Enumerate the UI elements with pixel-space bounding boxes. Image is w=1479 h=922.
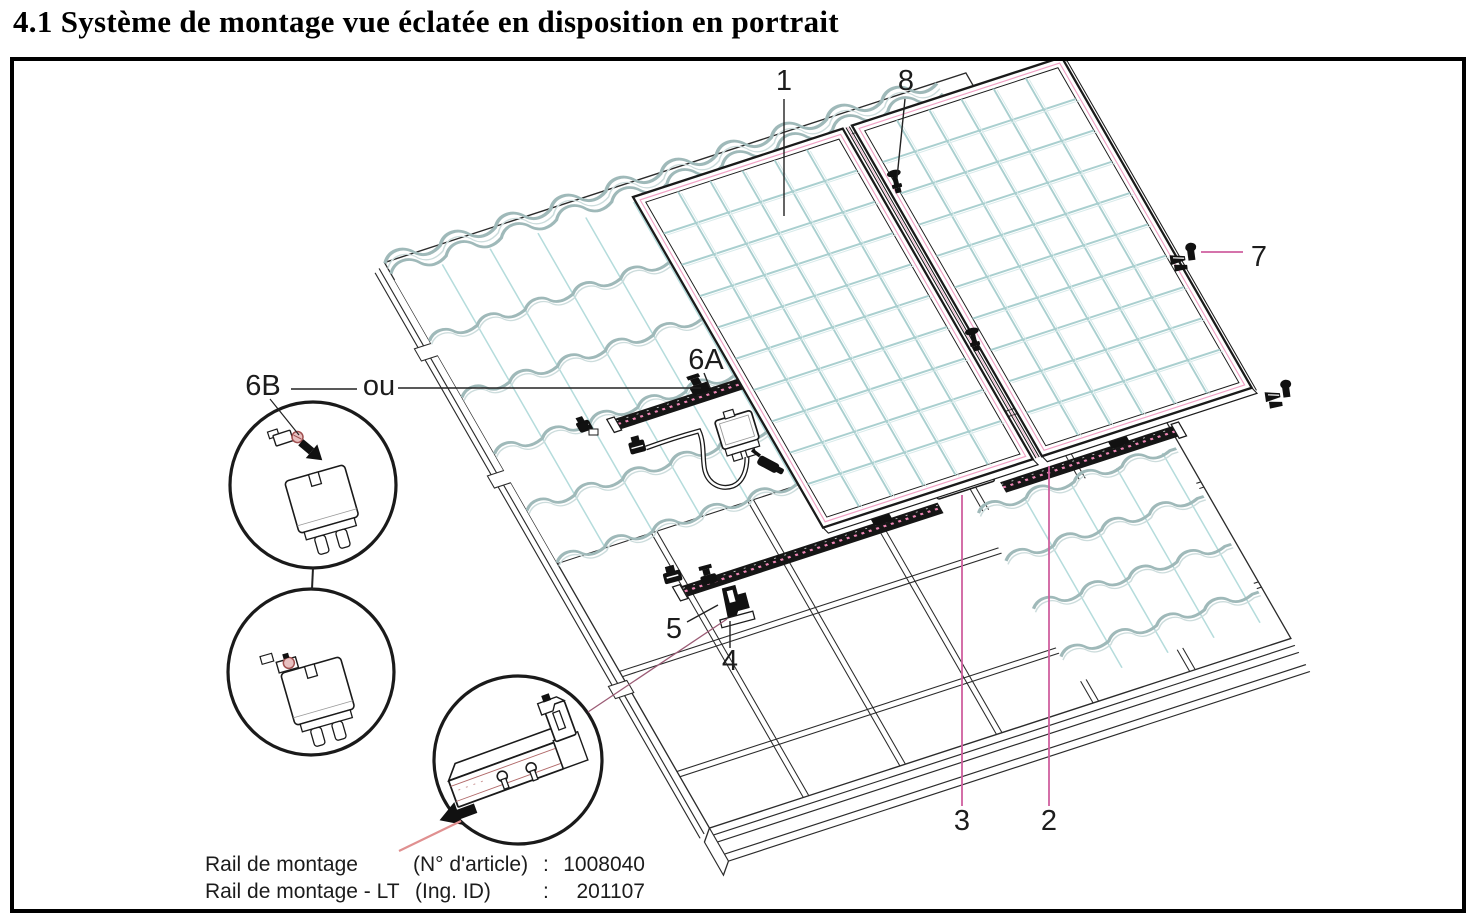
exploded-view-diagram: 1 8 7 6A 6B ou 5 4 3 2 Rail de montage (… bbox=[205, 61, 1311, 903]
roof-hook bbox=[719, 584, 756, 629]
callout-5: 5 bbox=[666, 613, 682, 645]
fastener-parts bbox=[266, 428, 304, 447]
detail-circle-fastener-seated bbox=[226, 587, 396, 757]
solar-panel-1 bbox=[631, 127, 1040, 534]
loose-clamp bbox=[662, 564, 683, 585]
callout-8: 8 bbox=[898, 65, 914, 97]
roof-scene bbox=[374, 61, 1311, 877]
legend-row1-colon: : bbox=[543, 853, 549, 876]
magenta-leaders bbox=[961, 251, 1243, 806]
legend-leader bbox=[398, 820, 462, 852]
legend-row1-key: (N° d'article) bbox=[413, 853, 528, 876]
callout-1: 1 bbox=[776, 65, 792, 97]
detail-circle-fastener-open bbox=[228, 400, 398, 570]
callout-2: 2 bbox=[1041, 805, 1057, 837]
tile-field-right bbox=[973, 440, 1274, 683]
diagram-frame: 1 8 7 6A 6B ou 5 4 3 2 Rail de montage (… bbox=[10, 57, 1466, 913]
microinverter-assembly bbox=[578, 408, 784, 490]
detail-circle-rail bbox=[432, 674, 604, 846]
solar-panel-2 bbox=[850, 61, 1259, 463]
roof-hook-assembly bbox=[662, 563, 756, 629]
callout-3: 3 bbox=[954, 805, 970, 837]
callout-ou: ou bbox=[363, 370, 395, 402]
rail-arrow bbox=[439, 802, 478, 825]
cable-clip bbox=[628, 435, 647, 455]
microinverter bbox=[714, 408, 761, 462]
callout-4: 4 bbox=[722, 645, 738, 677]
leader-lines bbox=[269, 98, 906, 648]
callout-6a: 6A bbox=[688, 344, 724, 376]
cable-plug bbox=[757, 455, 784, 475]
legend-row2-colon: : bbox=[543, 880, 549, 903]
insert-arrow bbox=[298, 439, 323, 461]
leader-circle3-hook bbox=[587, 618, 728, 713]
legend-row1-label: Rail de montage bbox=[205, 853, 358, 876]
page-title: 4.1 Système de montage vue éclatée en di… bbox=[13, 4, 839, 39]
callout-7: 7 bbox=[1251, 241, 1267, 273]
leader-6a bbox=[703, 372, 711, 389]
legend-row1-value: 1008040 bbox=[563, 853, 645, 876]
end-clamp-7b bbox=[1262, 378, 1295, 410]
panel-gap bbox=[845, 126, 1040, 459]
legend-row2-value: 201107 bbox=[576, 880, 645, 903]
leader-8 bbox=[896, 98, 906, 179]
leader-6b-circle bbox=[269, 398, 300, 436]
legend: Rail de montage (N° d'article) : 1008040… bbox=[205, 853, 645, 903]
legend-row2-label: Rail de montage - LT bbox=[205, 880, 400, 903]
callout-6b: 6B bbox=[245, 370, 280, 402]
legend-row2-key: (Ing. ID) bbox=[415, 880, 491, 903]
leader-circle-link bbox=[311, 567, 314, 590]
leader-5 bbox=[686, 604, 719, 623]
